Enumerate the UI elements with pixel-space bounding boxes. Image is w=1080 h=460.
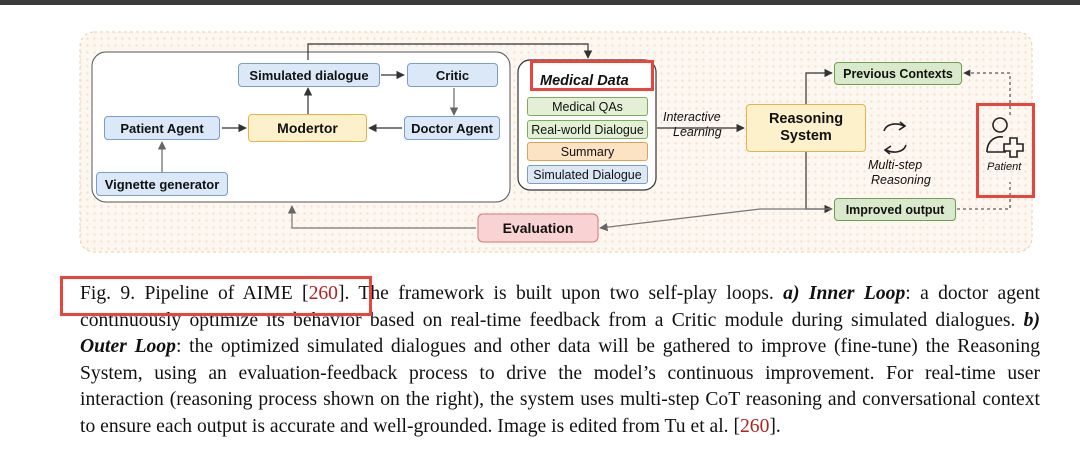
rotating-arrows-icon xyxy=(883,121,907,155)
evaluation-box-bg xyxy=(477,213,599,243)
medical-data-highlight xyxy=(530,60,654,91)
doctor-agent-box: Doctor Agent xyxy=(404,116,500,140)
reasoning-system-box: Reasoning System xyxy=(746,104,866,152)
medical-data-item: Summary xyxy=(527,142,648,161)
interactive-learning-label: Learning xyxy=(673,125,722,139)
interactive-learning-label: Interactive xyxy=(663,110,721,124)
reasoning-system-line: System xyxy=(780,128,832,144)
patient-label: Patient xyxy=(987,161,1022,173)
medical-data-item: Medical QAs xyxy=(527,97,648,116)
citation-link[interactable]: 260 xyxy=(740,415,770,437)
improved-output-box: Improved output xyxy=(834,198,956,221)
outer-loop-label: b) Outer Loop xyxy=(80,309,1040,358)
critic-box: Critic xyxy=(407,63,498,87)
caption-label-highlight xyxy=(60,276,372,316)
inner-loop-label: a) Inner Loop xyxy=(783,283,906,304)
aime-pipeline-figure: Simulated dialogue Critic Patient Agent … xyxy=(79,31,1035,253)
patient-highlight xyxy=(976,103,1035,198)
reasoning-system-line: Reasoning xyxy=(768,111,844,127)
previous-contexts-box: Previous Contexts xyxy=(834,62,962,85)
top-bar xyxy=(0,0,1080,5)
evaluation-box: Evaluation xyxy=(502,220,574,236)
figure-caption: Fig. 9. Pipeline of AIME [260]. The fram… xyxy=(80,281,1040,440)
moderator-box: Modertor xyxy=(248,114,367,142)
caption-end: ]. xyxy=(769,415,781,437)
patient-plus-icon xyxy=(986,117,1024,158)
multi-step-reasoning-label: Reasoning xyxy=(871,173,931,187)
citation-link[interactable]: 260 xyxy=(308,283,338,304)
caption-fig-label-end: ]. xyxy=(337,283,350,304)
medical-data-item: Real-world Dialogue xyxy=(527,120,648,139)
simulated-dialogue-box: Simulated dialogue xyxy=(238,63,380,87)
medical-data-item: Simulated Dialogue xyxy=(527,165,648,184)
caption-text: : the optimized simulated dialogues and … xyxy=(80,336,1040,437)
vignette-generator-box: Vignette generator xyxy=(96,172,228,196)
patient-agent-box: Patient Agent xyxy=(104,116,220,140)
caption-fig-label: Fig. 9. Pipeline of AIME [ xyxy=(80,283,309,304)
multi-step-reasoning-label: Multi-step xyxy=(868,158,923,172)
medical-data-title: Medical Data xyxy=(540,73,629,89)
caption-text: The framework is built upon two self-pla… xyxy=(349,283,784,304)
